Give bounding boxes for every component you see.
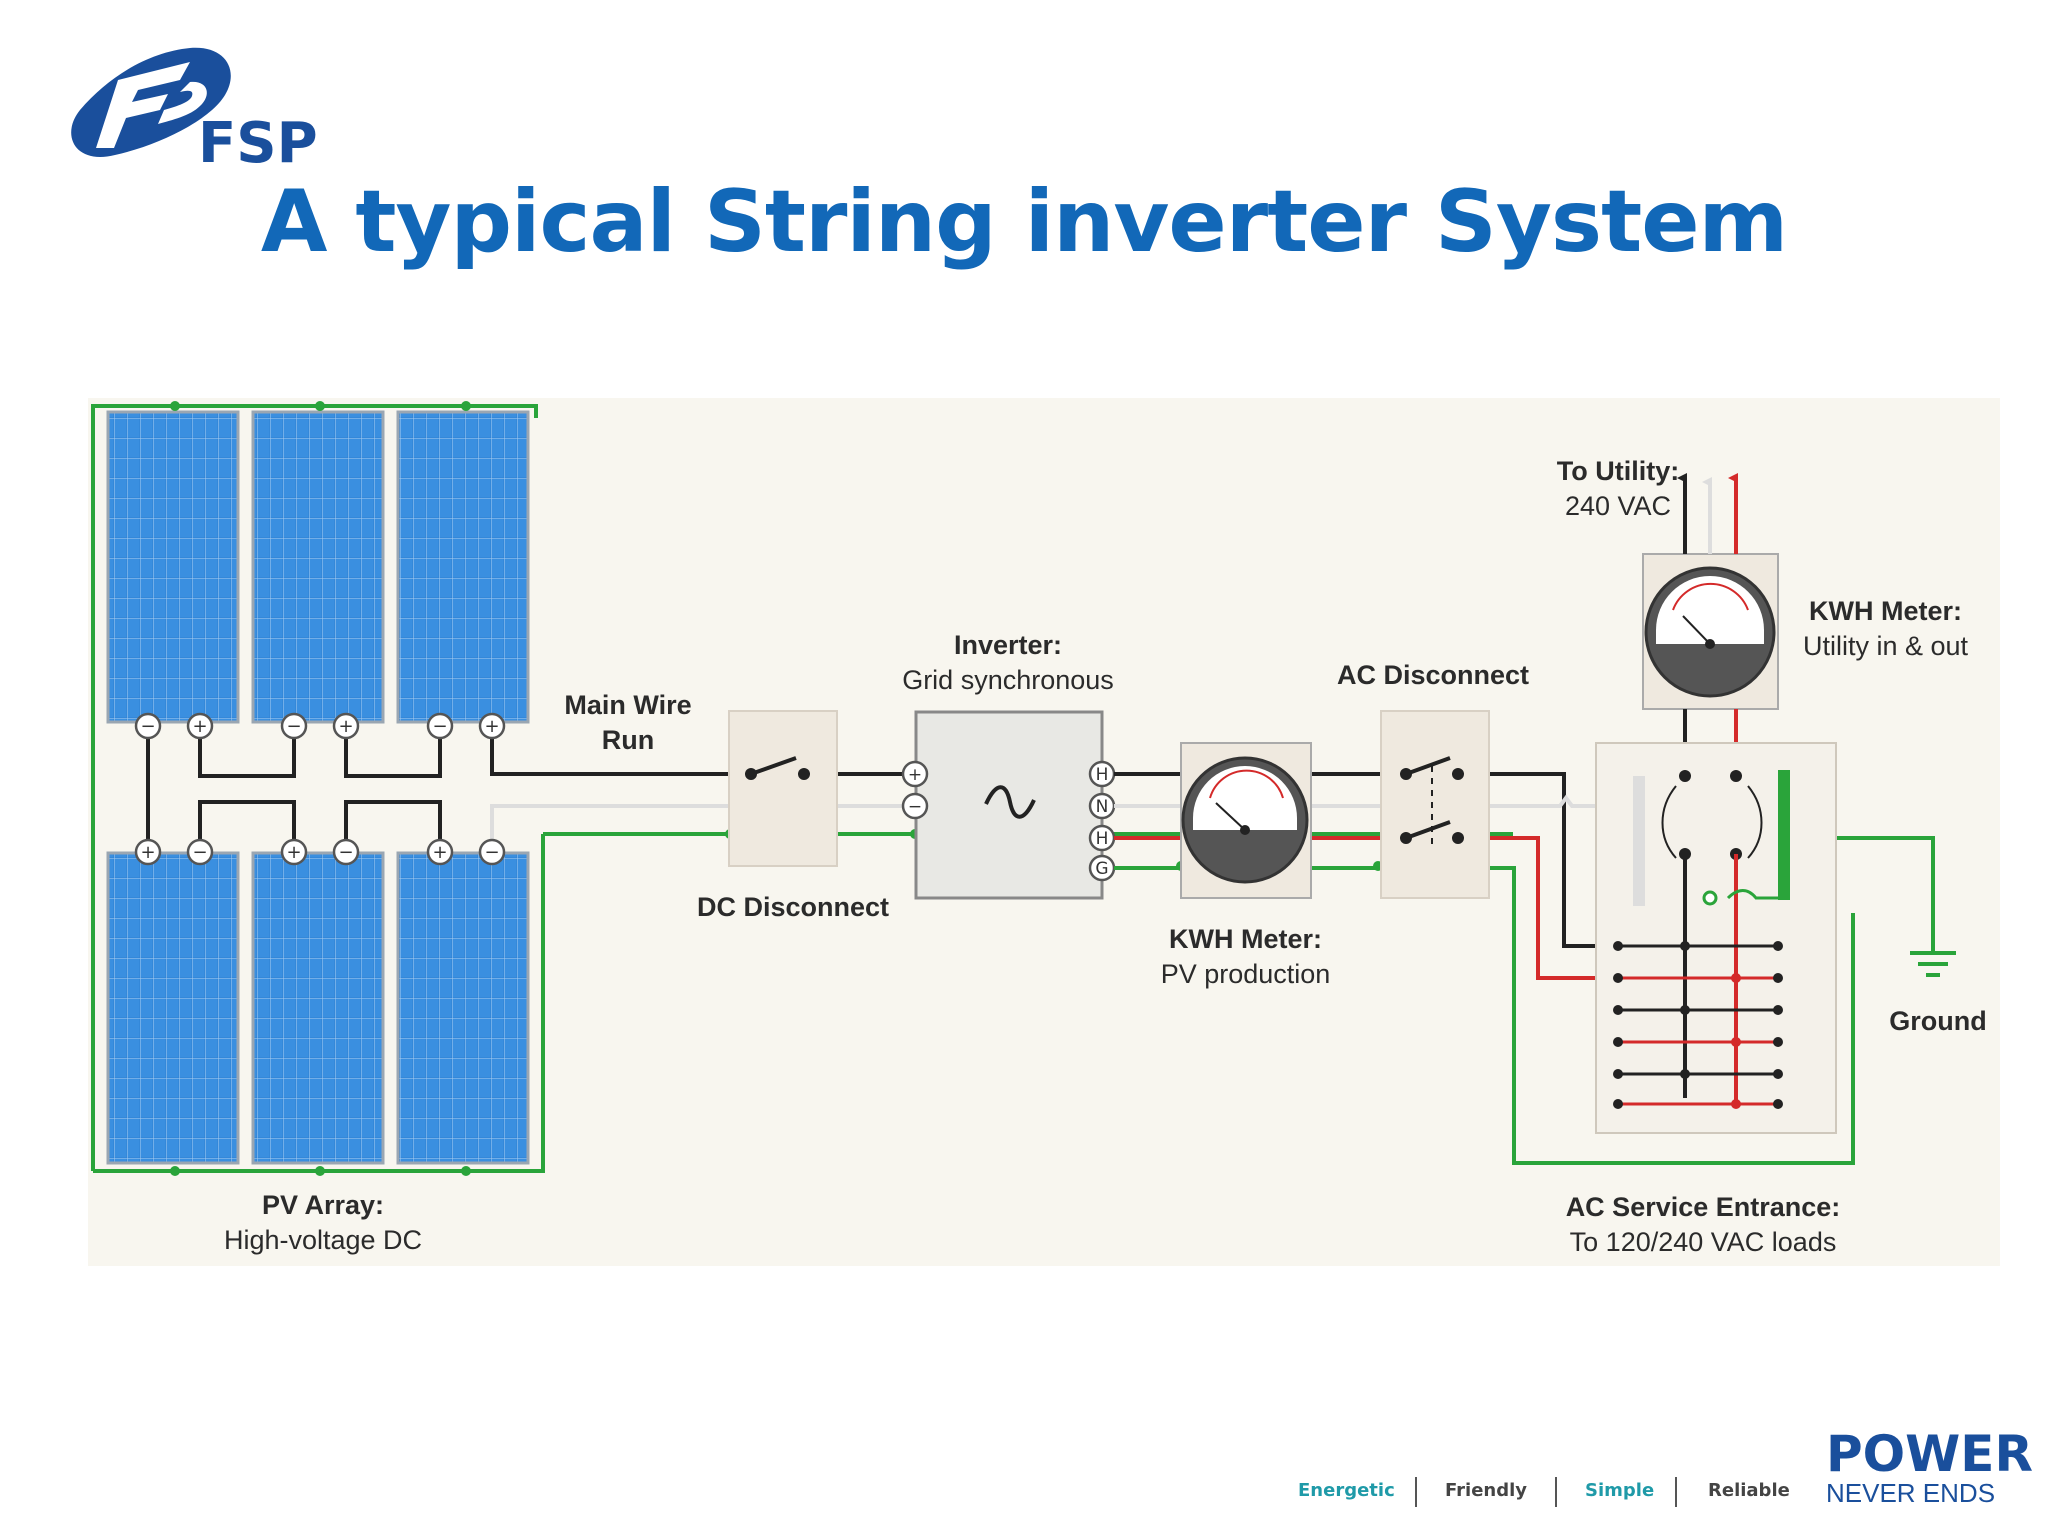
- tagline-friendly: Friendly: [1445, 1480, 1528, 1501]
- svg-text:H: H: [1096, 765, 1109, 785]
- brand-line1: POWER: [1826, 1425, 2033, 1483]
- kwh-meter-utility-label: KWH Meter:Utility in & out: [1802, 596, 1969, 661]
- svg-text:+: +: [908, 765, 922, 785]
- breaker-dots: [1613, 941, 1783, 1109]
- pv-array: [106, 410, 530, 1165]
- kwh-meter-pv: [1180, 742, 1312, 899]
- svg-text:+: +: [286, 842, 301, 863]
- ac-disconnect: [1380, 710, 1490, 899]
- ground-bus-bar: [1778, 770, 1790, 900]
- inverter-label: Inverter:Grid synchronous: [902, 630, 1114, 695]
- pv-array-label: PV Array:High-voltage DC: [223, 1190, 423, 1255]
- svg-text:−: −: [338, 842, 353, 863]
- dc-disconnect-label: DC Disconnect: [696, 892, 890, 922]
- kwh-meter-pv-label: KWH Meter:PV production: [1160, 924, 1331, 989]
- svg-text:G: G: [1095, 859, 1108, 879]
- dc-disconnect: [728, 710, 838, 867]
- svg-text:−: −: [432, 716, 447, 737]
- power-never-ends-logo: POWER NEVER ENDS: [1826, 1425, 2033, 1508]
- solar-panel: [251, 851, 385, 1165]
- to-utility-label: To Utility:240 VAC: [1556, 456, 1680, 521]
- ground-label: Ground: [1889, 1006, 1987, 1036]
- ac-service-entrance-label: AC Service Entrance:To 120/240 VAC loads: [1565, 1192, 1841, 1257]
- tagline-reliable: Reliable: [1708, 1480, 1790, 1501]
- slide-title: A typical String inverter System: [260, 172, 1788, 272]
- svg-text:−: −: [286, 716, 301, 737]
- svg-text:−: −: [140, 716, 155, 737]
- brand-line2: NEVER ENDS: [1826, 1478, 1996, 1508]
- fsp-logo-text: FSP: [198, 111, 318, 170]
- wiring-diagram: − + − + − + + − + − + − + −: [91, 401, 1956, 1176]
- solar-panel: [251, 410, 385, 724]
- diagram-panel: − + − + − + + − + − + − + −: [88, 398, 2000, 1266]
- ground-symbol-icon: [1910, 951, 1956, 977]
- solar-panel: [106, 410, 240, 724]
- tag-divider: [1415, 1477, 1417, 1507]
- dc-string-wiring: [146, 726, 1533, 850]
- tag-divider: [1555, 1477, 1557, 1507]
- svg-text:+: +: [140, 842, 155, 863]
- tagline-energetic: Energetic: [1298, 1480, 1395, 1501]
- inverter-box: [914, 710, 1104, 900]
- svg-text:+: +: [192, 716, 207, 737]
- ac-disconnect-label: AC Disconnect: [1336, 660, 1530, 690]
- panel-terminals: − + − + − + + − + − + −: [134, 712, 506, 866]
- svg-text:H: H: [1096, 829, 1109, 849]
- svg-text:−: −: [192, 842, 207, 863]
- svg-text:−: −: [908, 797, 922, 817]
- fsp-logo: FSP: [40, 40, 340, 176]
- tag-divider: [1675, 1477, 1677, 1507]
- solar-panel: [396, 851, 530, 1165]
- ac-service-panel: [1595, 742, 1837, 1134]
- solar-panel: [396, 410, 530, 724]
- dc-negative-return: [490, 804, 908, 848]
- svg-text:+: +: [338, 716, 353, 737]
- tagline-simple: Simple: [1585, 1480, 1655, 1501]
- ac-wave-icon: [984, 785, 1036, 819]
- kwh-meter-utility: [1642, 553, 1779, 710]
- fsp-logo-mark: [71, 47, 231, 157]
- solar-panel: [106, 851, 240, 1165]
- svg-text:+: +: [484, 716, 499, 737]
- svg-text:+: +: [432, 842, 447, 863]
- svg-text:−: −: [484, 842, 499, 863]
- svg-text:N: N: [1096, 797, 1109, 817]
